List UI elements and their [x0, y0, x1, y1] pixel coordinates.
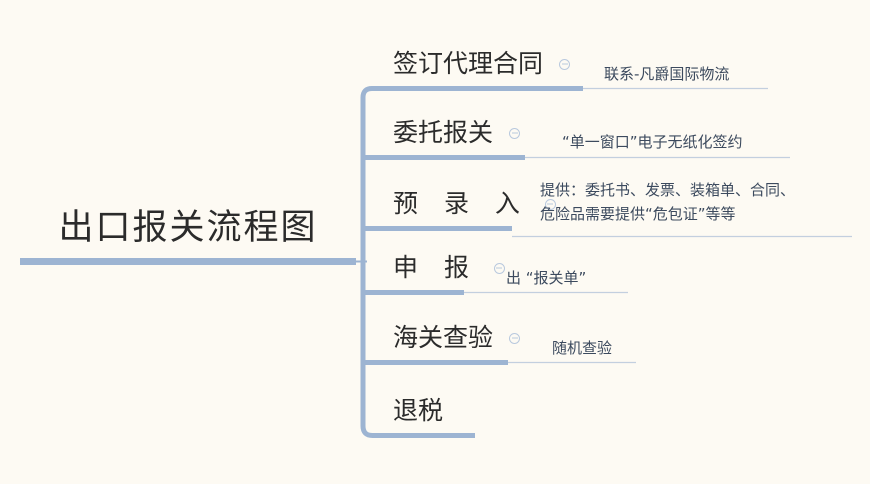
sub-node-2[interactable]: “单一窗口”电子无纸化签约: [562, 132, 743, 153]
sub-node-5[interactable]: 随机查验: [552, 338, 612, 359]
branch-node-2[interactable]: 委托报关: [363, 113, 521, 149]
minus-circle-icon[interactable]: [544, 198, 556, 210]
sub-node-4-line-1: 出 “报关单”: [506, 269, 587, 287]
minus-circle-icon[interactable]: [559, 58, 571, 70]
branch-node-3-main[interactable]: 预 录 入: [363, 184, 556, 220]
sub-node-2-line-1: “单一窗口”电子无纸化签约: [562, 133, 743, 151]
branch-node-1-label: 签订代理合同: [393, 49, 544, 78]
minus-circle-icon[interactable]: [509, 332, 521, 344]
branch-node-5[interactable]: 海关查验: [363, 318, 521, 354]
sub-node-3[interactable]: 提供：委托书、发票、装箱单、合同、 危险品需要提供“危包证”等等: [540, 178, 795, 226]
sub-node-5-line-1: 随机查验: [552, 339, 613, 357]
branch-node-4-label: 申 报: [393, 253, 478, 282]
sub-node-4-label: 出 “报关单”: [506, 268, 586, 289]
branch-node-6[interactable]: 退税: [363, 391, 443, 427]
branch-node-5-label: 海关查验: [393, 323, 494, 352]
branch-node-6-label: 退税: [393, 396, 444, 425]
branch-node-2-main[interactable]: 委托报关: [363, 113, 521, 149]
sub-node-3-line-1: 提供：委托书、发票、装箱单、合同、: [540, 181, 796, 199]
branch-node-1[interactable]: 签订代理合同: [363, 44, 571, 80]
branch-node-3[interactable]: 预 录 入: [363, 184, 556, 220]
branch-node-3-label: 预 录 入: [393, 189, 529, 218]
sub-node-1-label: 联系-凡爵国际物流: [604, 64, 729, 85]
branch-node-4-main[interactable]: 申 报: [363, 248, 505, 284]
branch-node-1-main[interactable]: 签订代理合同: [363, 44, 571, 80]
minus-circle-icon[interactable]: [509, 127, 521, 139]
sub-node-5-label: 随机查验: [552, 338, 612, 359]
sub-node-3-label: 提供：委托书、发票、装箱单、合同、 危险品需要提供“危包证”等等: [540, 178, 795, 226]
root-node-label: 出口报关流程图: [58, 207, 318, 248]
branch-node-4[interactable]: 申 报: [363, 248, 505, 284]
sub-node-1[interactable]: 联系-凡爵国际物流: [604, 64, 729, 85]
root-node[interactable]: 出口报关流程图: [20, 186, 356, 262]
sub-node-2-label: “单一窗口”电子无纸化签约: [562, 132, 743, 153]
sub-node-3-line-2: 危险品需要提供“危包证”等等: [540, 205, 736, 223]
sub-node-4[interactable]: 出 “报关单”: [506, 268, 586, 289]
minus-circle-icon[interactable]: [493, 262, 505, 274]
branch-node-2-label: 委托报关: [393, 118, 494, 147]
branch-node-5-main[interactable]: 海关查验: [363, 318, 521, 354]
sub-node-1-line-1: 联系-凡爵国际物流: [604, 65, 730, 83]
branch-node-6-main[interactable]: 退税: [363, 391, 443, 427]
